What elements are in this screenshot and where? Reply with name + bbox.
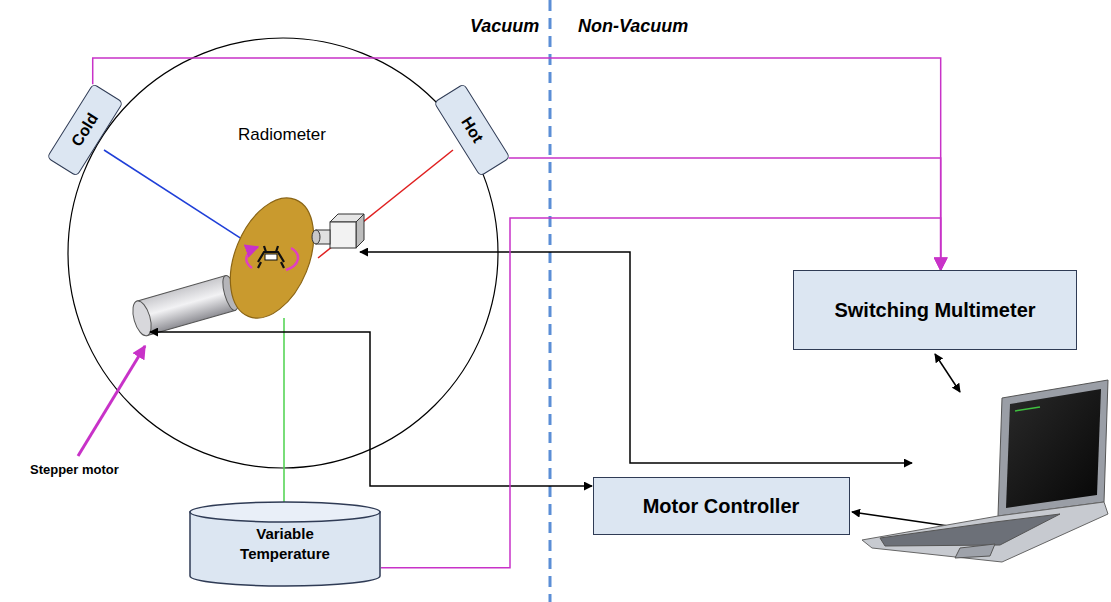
cylinder-body bbox=[190, 512, 380, 586]
node-text: Cold bbox=[67, 109, 103, 150]
region-title: Non-Vacuum bbox=[578, 16, 688, 37]
switching-multimeter-box: Switching Multimeter bbox=[793, 270, 1077, 350]
rotation-arrow bbox=[246, 247, 258, 268]
motor-controller-box: Motor Controller bbox=[593, 477, 850, 535]
hot-target: Hot bbox=[433, 83, 510, 177]
cold-target: Cold bbox=[46, 83, 123, 177]
radiometer-label: Radiometer bbox=[236, 120, 328, 151]
variable-beam bbox=[283, 318, 285, 504]
node-text: Hot bbox=[456, 113, 488, 147]
hot-beam bbox=[318, 150, 453, 258]
cylinder-outline bbox=[188, 500, 382, 588]
node-text: Variable Temperature bbox=[225, 524, 345, 563]
multimeter-link bbox=[935, 354, 960, 392]
vacuum-boundary bbox=[549, 0, 552, 602]
node-text: Radiometer bbox=[238, 124, 326, 146]
node-text: Switching Multimeter bbox=[834, 297, 1035, 323]
variable-temperature-cylinder: Variable Temperature bbox=[188, 500, 382, 588]
rotation-arrow bbox=[286, 248, 298, 270]
region-title: Vacuum bbox=[470, 16, 539, 37]
mirror-mount bbox=[258, 246, 284, 268]
cylinder-top bbox=[190, 502, 380, 522]
laptop-illustration bbox=[862, 380, 1108, 562]
cold-beam bbox=[104, 150, 262, 252]
motor-wire bbox=[150, 332, 592, 486]
vacuum-chamber bbox=[68, 38, 498, 468]
mirror-disc bbox=[214, 186, 330, 331]
signal-wire bbox=[93, 58, 941, 270]
callout-arrow bbox=[78, 346, 145, 456]
radiometer-body bbox=[312, 214, 364, 248]
callout-label: Stepper motor bbox=[30, 462, 119, 477]
signal-wire bbox=[509, 158, 941, 270]
node-text: Motor Controller bbox=[643, 493, 800, 519]
